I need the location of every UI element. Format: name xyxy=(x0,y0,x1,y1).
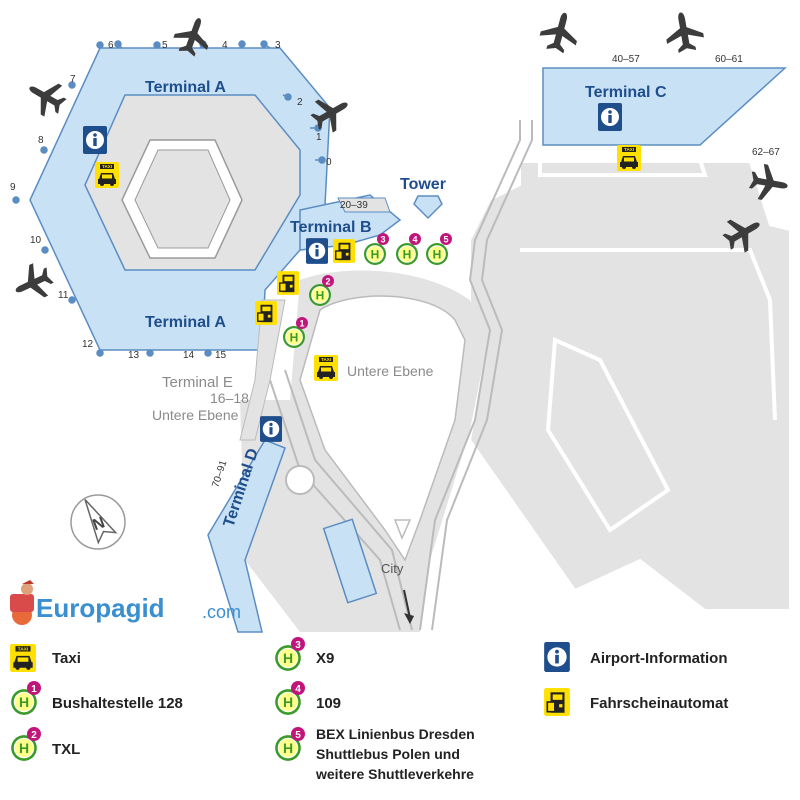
tower-label: Tower xyxy=(400,176,446,193)
gate-label: 7 xyxy=(70,74,76,85)
taxi-icon xyxy=(314,355,338,381)
legend-bus128-label: Bushaltestelle 128 xyxy=(52,695,183,712)
legend-badge-number: 4 xyxy=(295,684,301,695)
legend-badge-number: 1 xyxy=(31,684,37,695)
bus-badge-number: 5 xyxy=(443,235,448,245)
gate-label: 2 xyxy=(297,97,303,108)
legend-badge-number: 2 xyxy=(31,730,37,741)
legend-x9-label: X9 xyxy=(316,650,334,667)
gate-label: 9 xyxy=(10,182,16,193)
legend-ticket-icon xyxy=(544,688,570,716)
bus-stop-icon xyxy=(282,325,306,349)
north-letter: N xyxy=(91,514,108,534)
legend-109-label: 109 xyxy=(316,695,341,712)
gate-label: 0 xyxy=(326,157,332,168)
gate-label: 8 xyxy=(38,135,44,146)
terminal-b-label: Terminal B xyxy=(290,219,372,236)
gate-label: 13 xyxy=(128,350,140,361)
airplane-icon xyxy=(8,258,58,308)
bus-badge: 1 xyxy=(296,317,308,329)
terminal-a-label-bottom: Terminal A xyxy=(145,314,226,331)
bus-badge-number: 2 xyxy=(325,277,330,287)
bus-stop-icon xyxy=(363,242,387,266)
gate-label: 1 xyxy=(316,132,322,143)
airplane-icon xyxy=(662,9,706,55)
legend-badge-number: 5 xyxy=(295,730,301,741)
gate-label: 5 xyxy=(162,40,168,51)
legend-bex-label-3: weitere Shuttleverkehre xyxy=(315,766,474,782)
bus-badge-number: 1 xyxy=(299,319,304,329)
bus-stop-icon xyxy=(425,242,449,266)
terminal-a-label-top: Terminal A xyxy=(145,79,226,96)
legend-bex-label-1: BEX Linienbus Dresden xyxy=(316,726,475,742)
legend-info-label: Airport-Information xyxy=(590,650,727,667)
gate-label: 70–91 xyxy=(210,459,229,489)
gate-label: 15 xyxy=(215,350,227,361)
ticket-machine-icon xyxy=(277,270,299,296)
ticket-machine-icon xyxy=(255,300,277,326)
gate-label: 6 xyxy=(108,40,114,51)
tower-symbol xyxy=(413,195,443,220)
gate-label: 3 xyxy=(275,40,281,51)
gate-label: 20–39 xyxy=(340,200,368,211)
terminal-c xyxy=(542,67,787,146)
legend-info-icon xyxy=(544,642,570,672)
legend-txl-label: TXL xyxy=(52,741,80,758)
brand-name: Europagid xyxy=(36,593,165,623)
brand-tld: .com xyxy=(202,602,241,622)
gate-label: 60–61 xyxy=(715,54,743,65)
bus-badge-number: 4 xyxy=(412,235,417,245)
info-icon xyxy=(306,238,328,264)
airplane-icon xyxy=(536,8,584,56)
map-icons: 1 2 3 4 5 xyxy=(83,103,641,442)
gate-label: 12 xyxy=(82,339,94,350)
ticket-machine-icon xyxy=(333,238,355,264)
bus-badge-number: 3 xyxy=(380,235,385,245)
terminal-c-label: Terminal C xyxy=(585,84,667,101)
city-label: City xyxy=(381,561,404,576)
gate-label: 4 xyxy=(222,40,228,51)
gate-label: 62–67 xyxy=(752,147,780,158)
legend: Taxi 1 Bushaltestelle 128 2 TXL 3 X9 4 1… xyxy=(10,637,728,782)
taxi-icon xyxy=(95,162,119,188)
legend-taxi-icon xyxy=(10,644,36,672)
info-icon xyxy=(83,126,107,154)
terminal-e-range: 16–18 xyxy=(210,390,249,406)
terminal-e-sublabel: Untere Ebene xyxy=(152,407,239,423)
info-icon xyxy=(260,416,282,442)
brand-logo: Europagid .com xyxy=(10,580,241,625)
bus-stop-icon xyxy=(395,242,419,266)
untere-ebene-label: Untere Ebene xyxy=(347,363,434,379)
terminal-e-label: Terminal E xyxy=(162,374,233,391)
north-arrow: N xyxy=(70,494,126,550)
legend-ticket-label: Fahrscheinautomat xyxy=(590,695,728,712)
gate-label: 10 xyxy=(30,235,42,246)
bus-badge: 4 xyxy=(409,233,421,245)
bus-badge: 5 xyxy=(440,233,452,245)
gate-label: 14 xyxy=(183,350,195,361)
legend-bex-label-2: Shuttlebus Polen und xyxy=(316,746,460,762)
terminal-b xyxy=(299,194,402,251)
bus-badge: 2 xyxy=(322,275,334,287)
legend-badge-number: 3 xyxy=(295,640,301,651)
terminal-a xyxy=(12,40,346,357)
gate-label: 40–57 xyxy=(612,54,640,65)
bus-stop-icon xyxy=(308,283,332,307)
legend-taxi-label: Taxi xyxy=(52,650,81,667)
airplane-icon xyxy=(20,72,72,122)
bus-badge: 3 xyxy=(377,233,389,245)
gate-label: 11 xyxy=(58,290,69,301)
info-icon xyxy=(598,103,622,131)
terminal-d xyxy=(207,439,286,633)
taxi-icon xyxy=(617,145,641,171)
